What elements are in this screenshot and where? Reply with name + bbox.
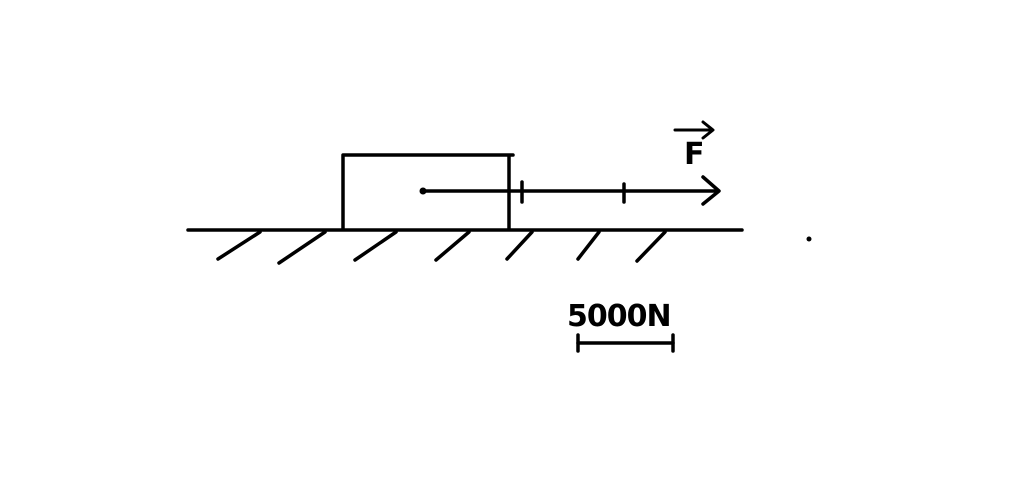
vector-arrowhead-icon (701, 120, 715, 140)
hatch-mark (505, 230, 534, 261)
force-label-group: F (673, 120, 715, 172)
hatch-mark (216, 230, 262, 261)
force-label: F (684, 137, 705, 172)
hatch-mark (434, 230, 471, 262)
hatch-mark (353, 230, 398, 262)
scale-label: 5000N (567, 299, 671, 334)
ground-hatching (216, 230, 667, 265)
force-vector (419, 175, 721, 206)
hatch-mark (576, 230, 601, 261)
force-arrowhead (701, 175, 721, 206)
stray-dot (806, 236, 812, 242)
scale-bar: 5000N (567, 299, 675, 353)
block (341, 153, 515, 231)
hatch-mark (277, 230, 327, 265)
hatch-mark (635, 230, 667, 263)
